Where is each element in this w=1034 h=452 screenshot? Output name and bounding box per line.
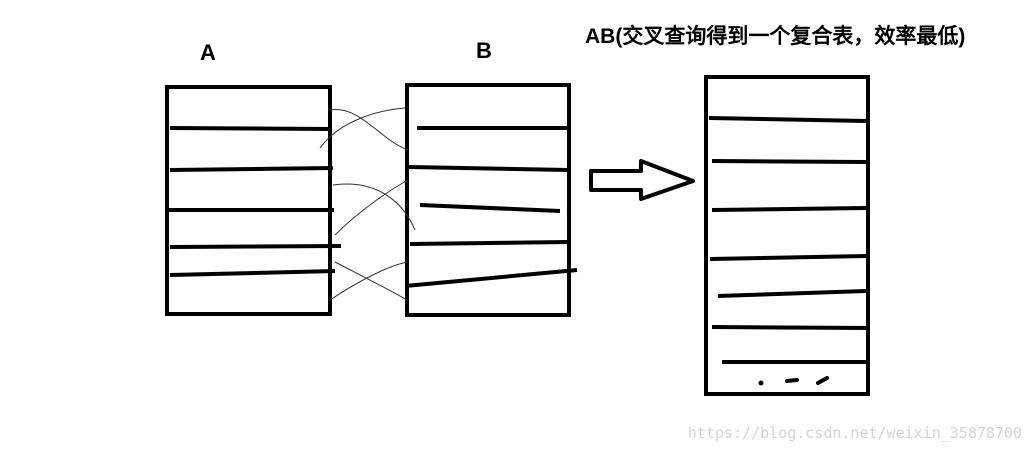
connector-line xyxy=(319,107,406,149)
table-ab-row-line xyxy=(711,159,868,164)
result-table-title: AB(交叉查询得到一个复合表，效率最低) xyxy=(585,25,966,48)
table-b-row-line xyxy=(408,165,570,172)
table-a-row-line xyxy=(169,244,342,249)
watermark-text: https://blog.csdn.net/weixin_35878700 xyxy=(687,424,1022,442)
table-b-row-line xyxy=(419,203,561,213)
table-ab-ellipsis xyxy=(758,376,829,386)
table-ab-row-line xyxy=(709,254,867,261)
arrow-icon xyxy=(589,159,695,201)
table-ab-row-line xyxy=(711,325,871,330)
connector-line xyxy=(332,183,416,231)
ellipsis-dot xyxy=(758,380,764,386)
connector-line xyxy=(334,179,409,236)
table-a xyxy=(165,85,342,316)
table-b-row-line xyxy=(409,240,570,246)
cross-connections xyxy=(319,107,416,301)
table-a-label: A xyxy=(200,40,216,65)
table-b xyxy=(404,83,578,317)
table-ab-row-line xyxy=(711,206,867,212)
result-arrow xyxy=(589,159,695,201)
table-ab-row-line xyxy=(708,116,867,123)
table-ab-row-line xyxy=(717,289,867,298)
ellipsis-dash xyxy=(785,378,799,383)
connector-line xyxy=(329,261,409,301)
table-b-outline xyxy=(405,83,571,317)
table-b-row-line xyxy=(404,268,578,288)
table-a-row-line xyxy=(169,126,331,131)
table-b-label: B xyxy=(476,38,492,63)
connector-line xyxy=(334,261,408,301)
ellipsis-dash xyxy=(816,376,829,385)
table-a-row-line xyxy=(169,166,334,172)
table-a-outline xyxy=(165,85,332,316)
table-a-row-line xyxy=(169,269,336,277)
connector-line xyxy=(329,109,409,151)
table-ab-outline xyxy=(704,75,870,396)
table-ab xyxy=(704,75,871,396)
